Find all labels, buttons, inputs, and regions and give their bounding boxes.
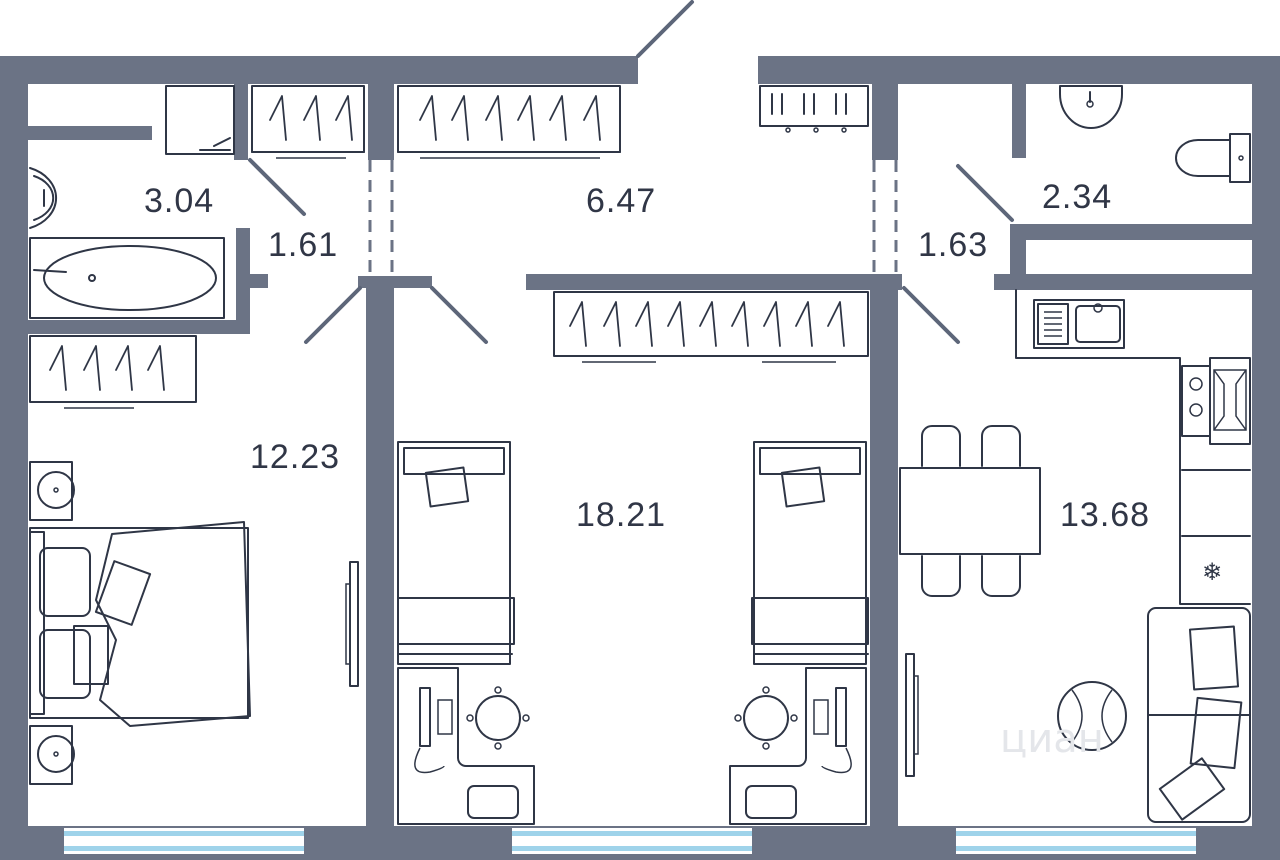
cable-icon [821, 747, 852, 774]
pillow-icon [1158, 757, 1226, 821]
single-bed-right [753, 441, 867, 665]
wall-bath-nub [236, 274, 268, 288]
area-label-kitchen: 13.68 [1060, 496, 1150, 534]
monitor-icon [419, 687, 431, 747]
washing-machine-icon [165, 85, 235, 155]
area-label-hall: 6.47 [586, 182, 656, 220]
lamp-icon [37, 471, 75, 509]
chair-icon [981, 425, 1021, 467]
area-label-corridor-right: 1.63 [918, 226, 988, 264]
chair-icon [921, 555, 961, 597]
bathtub-icon [29, 237, 225, 319]
blanket-icon [95, 521, 251, 727]
watermark: циан [1000, 716, 1104, 762]
kitchen-sink-icon [1033, 299, 1125, 349]
pillow-icon [1188, 625, 1240, 691]
doors [248, 0, 1014, 344]
door-toilet [956, 164, 1014, 222]
window-bedroom-glass-2 [64, 846, 304, 851]
desk-right [729, 667, 867, 825]
monitor-icon [835, 687, 847, 747]
wall-bath-bottom [28, 320, 250, 334]
double-bed-icon [29, 527, 249, 719]
pillow-icon [780, 466, 826, 508]
window-kitchen-glass-1 [956, 831, 1196, 836]
dining-table-icon [899, 467, 1041, 555]
window-kitchen-glass-2 [956, 846, 1196, 851]
chair-icon [981, 555, 1021, 597]
stove-icon [1181, 365, 1211, 437]
bedroom-furniture [29, 461, 359, 785]
area-labels: 3.04 1.61 6.47 1.63 2.34 12.23 18.21 13.… [144, 178, 1150, 534]
sink-icon [29, 167, 57, 229]
desk-left [397, 667, 535, 825]
single-bed-left [397, 441, 511, 665]
wall-door-jamb-left [358, 276, 432, 288]
area-label-toilet: 2.34 [1042, 178, 1112, 216]
wardrobes [29, 85, 869, 409]
tv-icon [349, 561, 359, 687]
kitchen-counter [1015, 289, 1251, 605]
toilet-fixtures [1059, 85, 1251, 183]
hanger-icon [569, 301, 845, 347]
door-bedroom [304, 286, 362, 344]
wall-bedroom-right [366, 278, 394, 826]
windows [64, 828, 1196, 854]
pillow-icon [1189, 696, 1243, 770]
hanger-icon [269, 95, 353, 141]
pillow-icon [424, 466, 470, 508]
nightstand-bottom [29, 725, 73, 785]
lamp-icon [37, 735, 75, 773]
wall-top-right [758, 56, 1280, 84]
door-kids [430, 286, 488, 344]
kitchen-furniture: ❄ [899, 289, 1251, 823]
toilet-sink-icon [1059, 85, 1123, 129]
cable-icon [414, 747, 445, 774]
bathroom-fixtures [29, 85, 235, 319]
window-bedroom-glass-1 [64, 831, 304, 836]
chair-icon [743, 695, 789, 741]
oven-icon [1209, 357, 1251, 445]
shoe-rack-icon [759, 85, 869, 127]
hanger-icon [419, 95, 601, 141]
pillow-icon [39, 629, 91, 699]
wall-toilet-bottom [1010, 224, 1252, 240]
tv-icon [905, 653, 915, 777]
ottoman-icon [1057, 681, 1127, 751]
area-label-bedroom: 12.23 [250, 438, 340, 476]
area-label-kids-room: 18.21 [576, 496, 666, 534]
wall-right-corr-upper [872, 84, 898, 160]
pillow-icon [39, 547, 91, 617]
wall-bath-right-upper [234, 84, 248, 160]
desk-chair-icon [745, 785, 797, 819]
wall-wardrobe-divider [368, 84, 394, 160]
desk-chair-icon [467, 785, 519, 819]
window-kids-glass-1 [512, 831, 752, 836]
window-kids-glass-2 [512, 846, 752, 851]
wall-right [1252, 56, 1280, 860]
wall-toilet-left [1012, 84, 1026, 158]
wardrobe-bedroom [29, 335, 197, 403]
wall-top-left [0, 56, 638, 84]
door-entrance [636, 0, 694, 58]
nightstand-top [29, 461, 73, 521]
door-bathroom [248, 158, 306, 216]
toilet-icon [1175, 139, 1231, 177]
chair-icon [921, 425, 961, 467]
area-label-bathroom: 3.04 [144, 182, 214, 220]
wardrobe-kids [553, 291, 869, 357]
door-kitchen [902, 286, 960, 344]
toilet-tank [1229, 133, 1251, 183]
wall-left [0, 56, 28, 860]
kids-room-furniture [397, 441, 869, 825]
wall-bath-shelf [28, 126, 152, 140]
wall-kids-top [526, 274, 902, 290]
wall-kids-right [870, 274, 898, 826]
area-label-corridor-left: 1.61 [268, 226, 338, 264]
snowflake-icon: ❄ [1202, 558, 1222, 586]
wall-kitchen-top [994, 274, 1252, 290]
chair-icon [475, 695, 521, 741]
hanger-icon [49, 345, 165, 391]
